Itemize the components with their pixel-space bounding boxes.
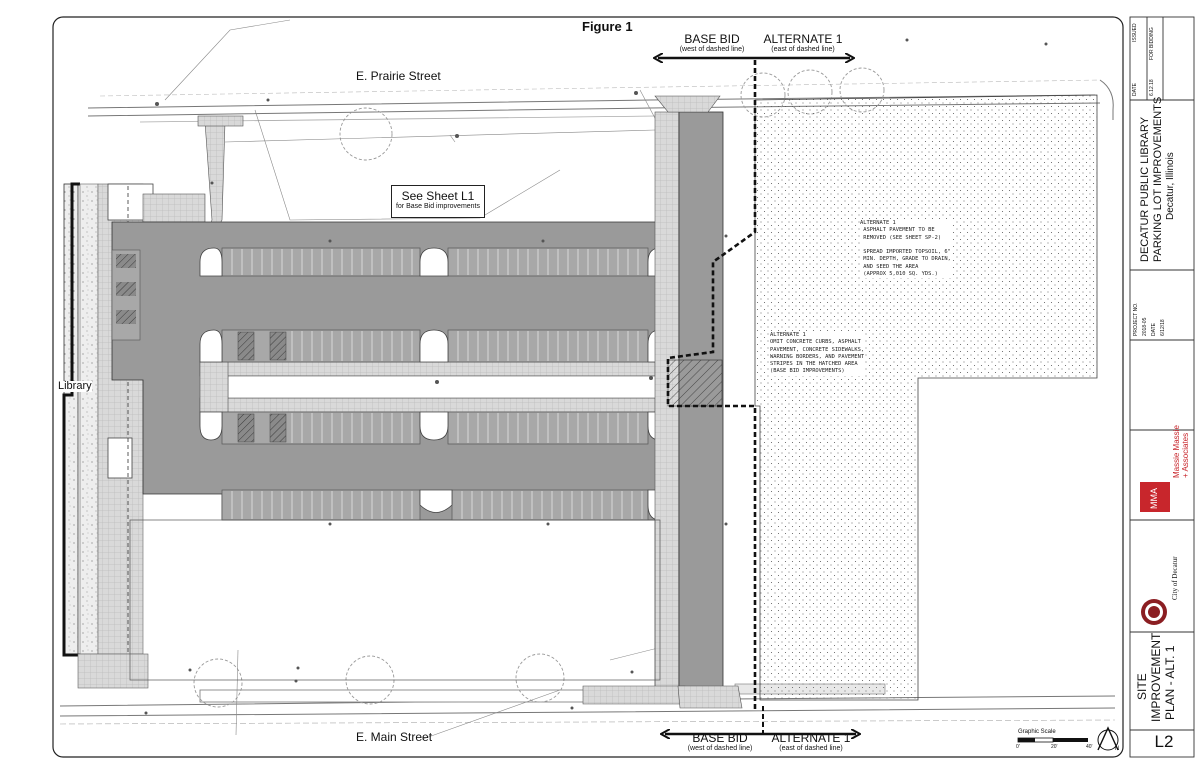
date-value: 6/12/18 bbox=[1160, 319, 1166, 336]
issue-date: 6.12.18 bbox=[1149, 79, 1155, 96]
firm-logo-box bbox=[1140, 482, 1170, 512]
base-bid-title: BASE BID bbox=[692, 731, 748, 745]
project-title-line-2: PARKING LOT IMPROVEMENTS bbox=[1152, 96, 1164, 262]
title-block bbox=[1129, 16, 1195, 758]
base-bid-dashed-line bbox=[666, 60, 757, 712]
firm-logo-icon: MMA bbox=[1149, 488, 1159, 509]
date-label: DATE bbox=[1151, 323, 1157, 336]
issue-date-column: DATE bbox=[1132, 83, 1138, 96]
project-title-line-1: DECATUR PUBLIC LIBRARY bbox=[1139, 116, 1151, 262]
project-number-label: PROJECT NO. bbox=[1133, 302, 1139, 336]
base-bid-note: (west of dashed line) bbox=[679, 46, 745, 53]
scale-tick-0: 0' bbox=[1016, 744, 1020, 750]
library-building bbox=[62, 182, 80, 657]
firm-name-line-2: + Associates bbox=[1181, 432, 1190, 478]
stall-stripes-north bbox=[231, 249, 639, 275]
street-label-south: E. Main Street bbox=[356, 730, 433, 744]
survey-markers bbox=[144, 38, 1048, 715]
sheet-number: L2 bbox=[1154, 732, 1174, 751]
see-sheet-callout: See Sheet L1 for Base Bid improvements bbox=[391, 185, 485, 218]
accessible-stalls-west bbox=[111, 249, 141, 341]
alternate-1-title: ALTERNATE 1 bbox=[763, 32, 843, 46]
north-arrow-label: N bbox=[1115, 746, 1120, 752]
base-bid-label-top: BASE BID (west of dashed line) bbox=[672, 33, 752, 53]
base-bid-label-bottom: BASE BID (west of dashed line) bbox=[680, 732, 760, 752]
issue-issued-column: ISSUED bbox=[1132, 23, 1138, 42]
city-seal-icon bbox=[1141, 599, 1167, 625]
graphic-scale-label: Graphic Scale bbox=[1018, 729, 1056, 735]
library-label: Library bbox=[58, 380, 92, 392]
scale-tick-20: 20' bbox=[1051, 744, 1058, 750]
sheet-title-line-2: IMPROVEMENT bbox=[1149, 632, 1163, 722]
scale-tick-40: 40' bbox=[1086, 744, 1093, 750]
alternate-1-note: (east of dashed line) bbox=[779, 745, 843, 752]
see-sheet-title: See Sheet L1 bbox=[401, 189, 475, 203]
base-bid-title: BASE BID bbox=[684, 32, 740, 46]
sheet-title-line-3: PLAN - ALT. 1 bbox=[1163, 645, 1177, 720]
issue-note: FOR BIDDING bbox=[1149, 27, 1155, 60]
alternate-1-label-top: ALTERNATE 1 (east of dashed line) bbox=[758, 33, 848, 53]
client-name: City of Decatur bbox=[1171, 556, 1179, 600]
alternate-1-title: ALTERNATE 1 bbox=[771, 731, 851, 745]
north-arrow bbox=[1097, 726, 1119, 751]
alternate-1-hatch-note: ALTERNATE 1 OMIT CONCRETE CURBS, ASPHALT… bbox=[770, 332, 865, 376]
sheet-title-line-1: SITE bbox=[1135, 673, 1149, 700]
see-sheet-note: for Base Bid improvements bbox=[395, 203, 481, 210]
street-label-north: E. Prairie Street bbox=[356, 69, 441, 83]
base-bid-note: (west of dashed line) bbox=[687, 745, 753, 752]
alternate-1-note: (east of dashed line) bbox=[771, 46, 835, 53]
figure-label: Figure 1 bbox=[582, 19, 633, 34]
project-number: 2018-05 bbox=[1142, 317, 1148, 336]
alternate-1-label-bottom: ALTERNATE 1 (east of dashed line) bbox=[766, 732, 856, 752]
alternate-1-east-note: ALTERNATE 1 ASPHALT PAVEMENT TO BE REMOV… bbox=[860, 220, 951, 279]
firm-name-line-1: Massie Massie bbox=[1172, 425, 1181, 478]
graphic-scale bbox=[1017, 737, 1088, 743]
project-location: Decatur, Illinois bbox=[1165, 152, 1176, 220]
hatched-omit-area bbox=[667, 359, 723, 407]
alternate-1-area bbox=[754, 94, 1098, 701]
